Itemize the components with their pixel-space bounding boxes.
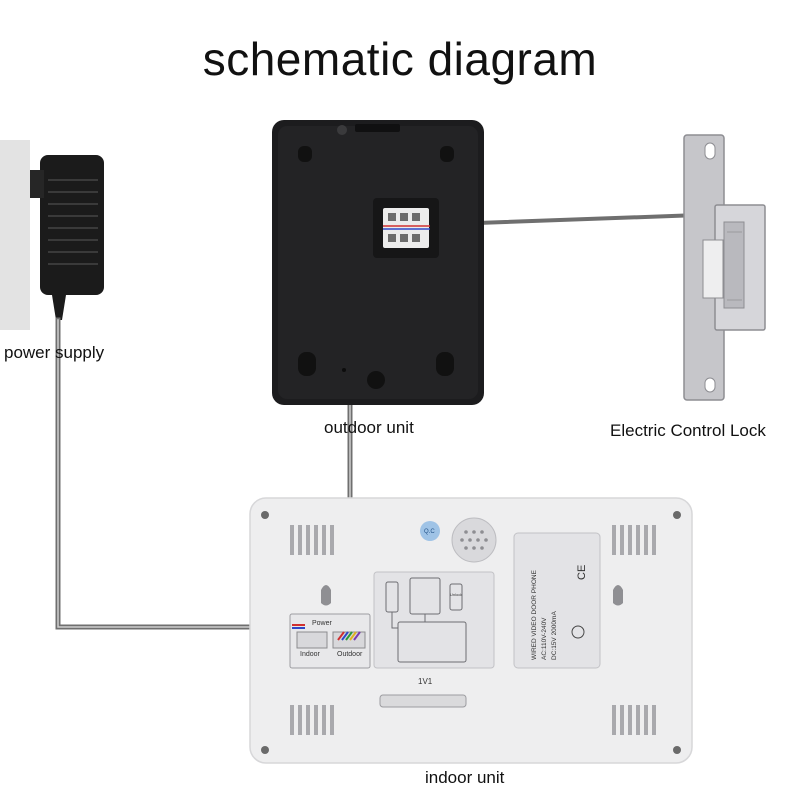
- port-indoor-label: Indoor: [300, 651, 321, 658]
- rating-plate: WIRED VIDEO DOOR PHONE AC:110V-240V DC:1…: [531, 569, 558, 660]
- indoor-unit: Power Indoor Outdoor Q.C 1V1 Unlock WIRE…: [249, 497, 693, 764]
- port-power-label: Power: [312, 620, 333, 627]
- outdoor-unit-label: outdoor unit: [324, 418, 414, 437]
- ce-mark: CE: [576, 565, 588, 580]
- electric-control-lock: [683, 134, 766, 401]
- power-supply-label: power supply: [4, 343, 105, 362]
- power-supply-adapter: [0, 140, 104, 330]
- plate-line-3: DC:15V 2000mA: [551, 611, 558, 660]
- unlock-small-label: Unlock: [450, 592, 462, 597]
- plate-line-1: WIRED VIDEO DOOR PHONE: [531, 569, 538, 660]
- port-outdoor-label: Outdoor: [337, 651, 363, 658]
- model-label: 1V1: [418, 677, 433, 686]
- outdoor-unit: [272, 120, 484, 405]
- plate-line-2: AC:110V-240V: [541, 617, 548, 660]
- electric-lock-label: Electric Control Lock: [610, 421, 766, 440]
- qc-badge-text: Q.C: [424, 529, 435, 535]
- page-title: schematic diagram: [202, 33, 598, 85]
- indoor-unit-label: indoor unit: [425, 768, 505, 787]
